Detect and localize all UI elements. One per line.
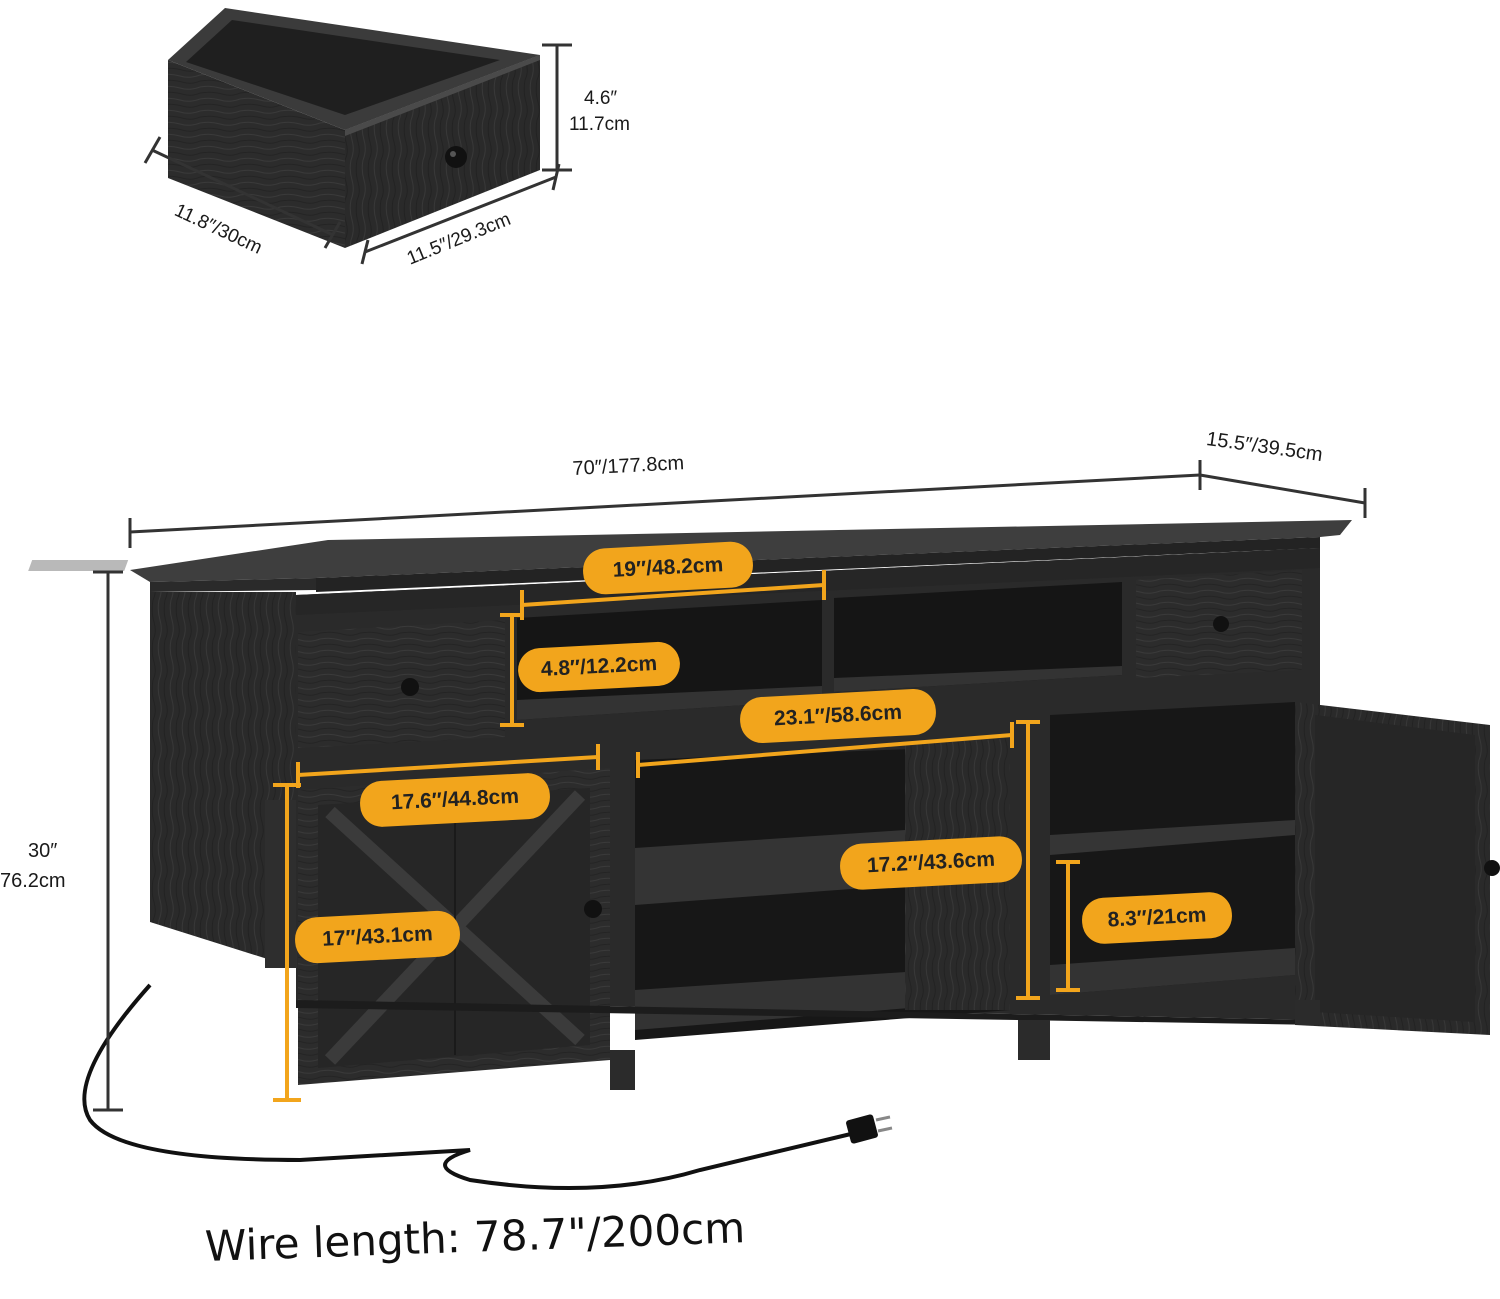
power-strip-icon	[28, 560, 129, 571]
open-shelf-height-badge: 17.2″/43.6cm	[838, 835, 1024, 891]
top-shelf-width-badge: 19″/48.2cm	[581, 540, 755, 596]
top-shelf-height-badge: 4.8″/12.2cm	[516, 640, 682, 694]
stand-dimension-lines	[93, 460, 1367, 1112]
power-plug-icon	[846, 1114, 893, 1144]
total-height-cm: 76.2cm	[0, 870, 66, 892]
power-cord	[82, 983, 856, 1190]
right-shelf-height-badge: 8.3″/21cm	[1080, 891, 1234, 945]
drawer-illustration	[168, 8, 540, 248]
drawer-height-inches: 4.6″	[584, 88, 618, 109]
left-cabinet-height-badge: 17″/43.1cm	[293, 909, 462, 965]
left-cabinet-knob-icon	[584, 900, 602, 918]
tv-stand-illustration	[28, 520, 1500, 1090]
left-drawer-knob-icon	[401, 678, 419, 696]
right-drawer-knob-icon	[1213, 616, 1229, 632]
left-drawer	[298, 620, 505, 748]
total-height-inches: 30″	[28, 840, 58, 862]
drawer-height-cm: 11.7cm	[569, 114, 630, 135]
right-cabinet-knob-icon	[1484, 860, 1500, 876]
drawer-dimension-lines	[143, 43, 572, 265]
callout-lines	[273, 570, 1080, 1102]
drawer-knob-icon	[445, 146, 467, 168]
